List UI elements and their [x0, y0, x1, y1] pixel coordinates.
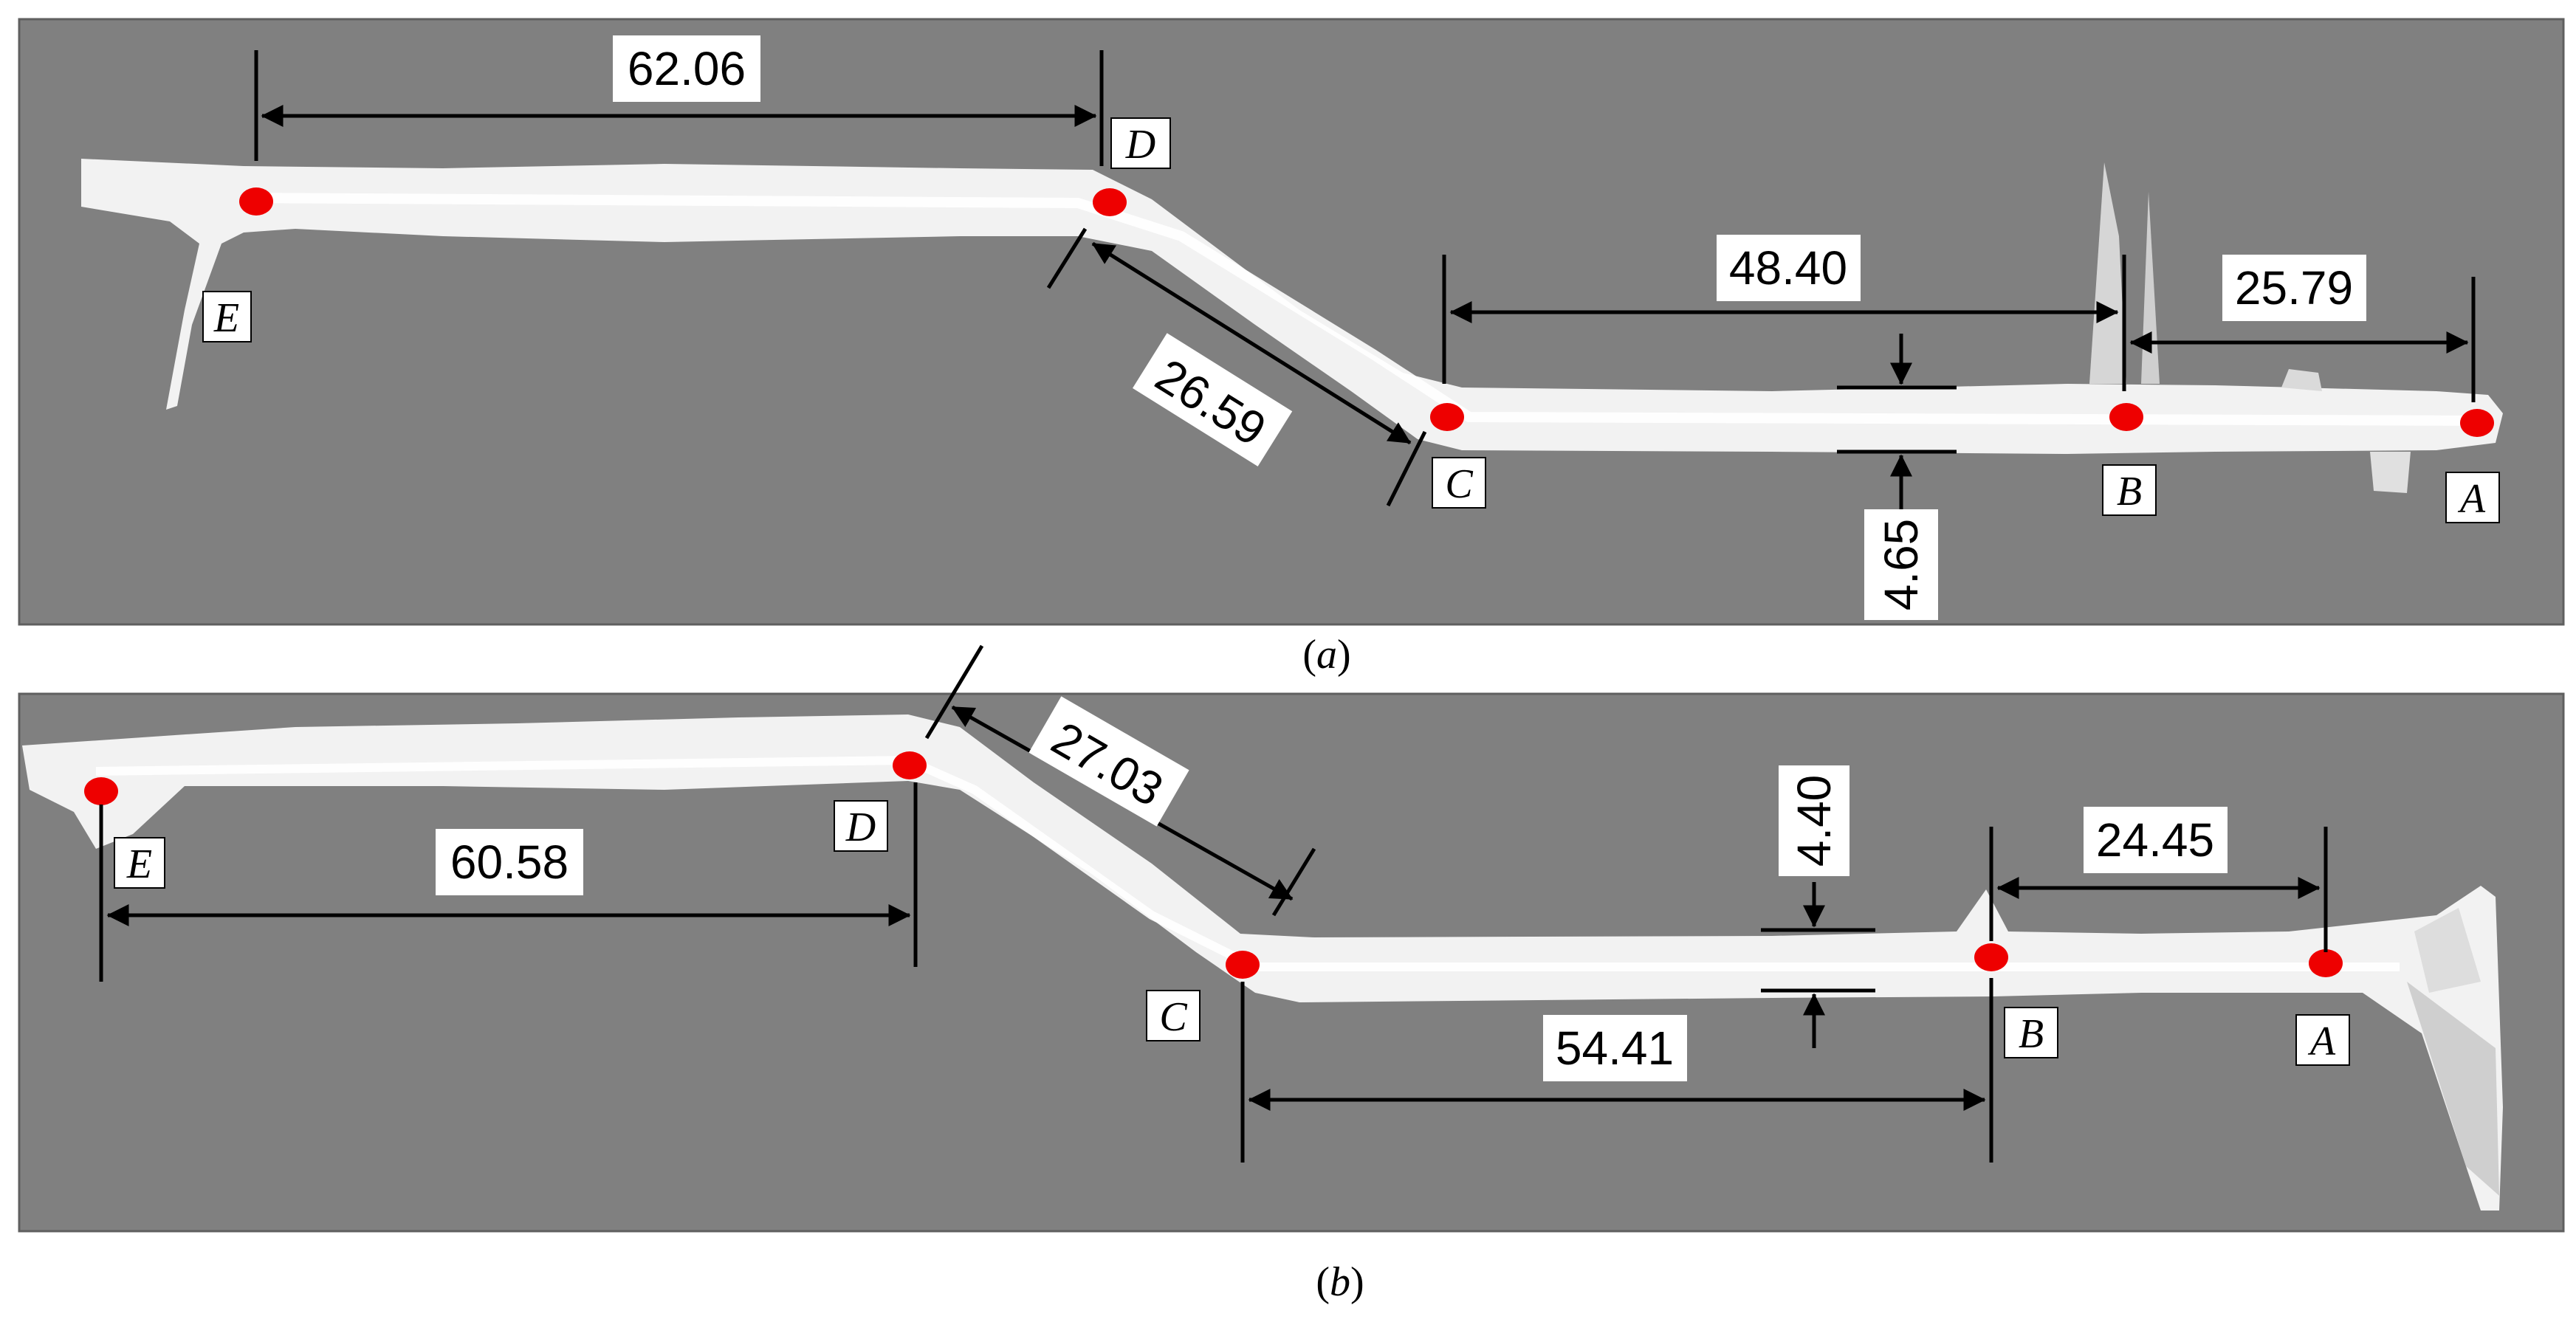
svg-text:4.40: 4.40: [1787, 775, 1841, 867]
panel-a-label-B: B: [2102, 464, 2157, 516]
svg-text:62.06: 62.06: [628, 42, 746, 95]
panel-b-dim-5: 24.45: [2084, 807, 2228, 873]
svg-text:60.58: 60.58: [450, 836, 569, 889]
panel-b-marker-A: [2309, 949, 2343, 977]
panel-b-dim-1: 60.58: [436, 829, 583, 895]
panel-b-labels: 60.58 27.03 54.41 4.40 24.45: [436, 696, 2228, 1081]
svg-text:48.40: 48.40: [1729, 241, 1847, 295]
panel-b-dimensions: [99, 644, 2328, 1163]
panel-a-marker-B: [2109, 403, 2143, 431]
svg-text:B: B: [2019, 1011, 2044, 1057]
svg-text:B: B: [2117, 469, 2142, 514]
panel-a-marker-C: [1430, 403, 1464, 431]
panel-a-point-labels: E D C B A: [202, 117, 2500, 523]
svg-text:A: A: [2307, 1019, 2336, 1064]
svg-text:54.41: 54.41: [1556, 1022, 1674, 1075]
panel-b-marker-D: [893, 751, 927, 779]
panel-a-label-A: A: [2445, 472, 2500, 523]
panel-b-dim-3: 54.41: [1543, 1015, 1687, 1081]
panel-a-marker-D: [1093, 188, 1127, 216]
svg-text:E: E: [213, 295, 239, 341]
panel-b-label-E: E: [114, 837, 165, 889]
svg-text:C: C: [1445, 461, 1473, 507]
panel-a-markers: [239, 187, 2494, 437]
panel-a-caption: (a): [1302, 632, 1350, 678]
svg-text:C: C: [1159, 994, 1187, 1040]
panel-b-markers: [84, 751, 2343, 979]
panel-a-dim-4: 4.65: [1864, 509, 1938, 620]
svg-text:D: D: [1125, 122, 1155, 168]
panel-a-dimensions: [254, 50, 2476, 509]
panel-b-point-labels: E D C B A: [114, 800, 2350, 1066]
panel-b-label-C: C: [1146, 990, 1201, 1041]
svg-text:D: D: [845, 805, 876, 850]
panel-b-caption: (b): [1316, 1259, 1364, 1305]
panel-b: 60.58 27.03 54.41 4.40 24.45 E: [18, 644, 2565, 1305]
svg-text:25.79: 25.79: [2235, 261, 2353, 314]
panel-b-label-A: A: [2295, 1014, 2350, 1066]
panel-b-label-D: D: [834, 800, 888, 852]
svg-text:E: E: [126, 841, 152, 887]
panel-a-dim-5: 25.79: [2222, 255, 2366, 321]
panel-b-marker-E: [84, 777, 118, 805]
panel-a-marker-A: [2460, 409, 2494, 437]
panel-a-label-C: C: [1432, 457, 1486, 509]
panel-a-labels: 62.06 26.59 48.40 4.65 25.79: [613, 35, 2366, 620]
svg-text:24.45: 24.45: [2096, 813, 2214, 867]
panel-b-dim-4: 4.40: [1779, 765, 1849, 876]
svg-text:A: A: [2457, 476, 2486, 522]
panel-a-dim-1: 62.06: [613, 35, 760, 102]
panel-a-label-E: E: [202, 291, 252, 342]
panel-a-marker-E: [239, 187, 273, 216]
panel-a-dim-3: 48.40: [1717, 235, 1861, 301]
panel-b-label-B: B: [2004, 1007, 2058, 1058]
panel-b-marker-C: [1226, 951, 1260, 979]
panel-a-label-D: D: [1110, 117, 1171, 169]
panel-b-marker-B: [1974, 943, 2008, 971]
panel-a: 62.06 26.59 48.40 4.65 25.79: [18, 18, 2565, 678]
svg-text:4.65: 4.65: [1875, 519, 1928, 611]
